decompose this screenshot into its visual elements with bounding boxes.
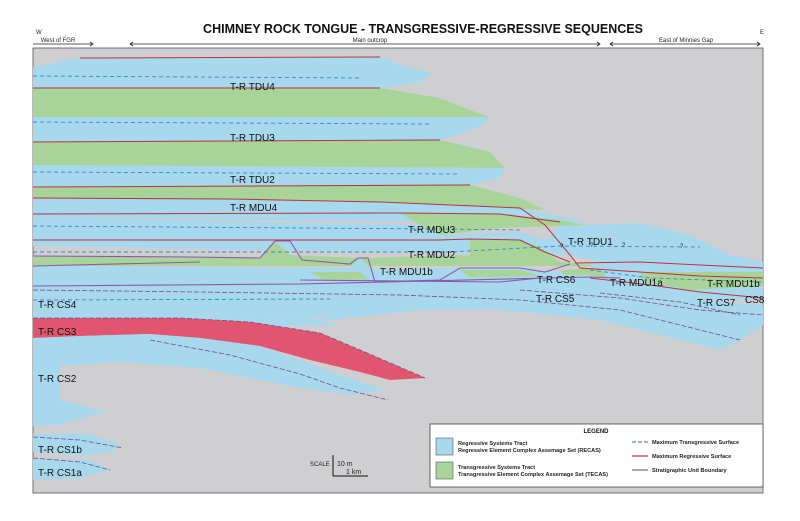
label-tdu3: T-R TDU3 <box>230 133 275 144</box>
strata-layers <box>33 57 763 480</box>
label-cs5: T-R CS5 <box>536 294 575 305</box>
label-cs2: T-R CS2 <box>38 374 77 385</box>
legend-regressive-line2: Regressive Element Complex Assemage Set … <box>458 448 601 454</box>
legend-transgressive-line1: Transgressive Systems Tract <box>458 465 535 471</box>
label-tdu1: T-R TDU1 <box>568 237 613 248</box>
label-mdu1b-east: T-R MDU1b <box>707 279 760 290</box>
question-mark-2: ? <box>590 243 594 249</box>
label-cs3: T-R CS3 <box>38 327 77 338</box>
section-label-east: East of Minnies Gap <box>659 38 714 44</box>
unit-labels: T-R TDU4 T-R TDU3 T-R TDU2 T-R MDU4 T-R … <box>38 82 765 479</box>
east-compass-label: E <box>760 30 764 36</box>
legend-regressive-line1: Regressive Systems Tract <box>458 441 527 447</box>
legend-title: LEGEND <box>583 429 609 435</box>
legend-transgressive-line2: Transgressive Element Complex Assemage S… <box>458 472 608 478</box>
label-mdu1a: T-R MDU1a <box>610 278 663 289</box>
question-mark-4: ? <box>680 244 684 250</box>
question-mark-1: ? <box>560 244 564 250</box>
label-mdu4: T-R MDU4 <box>230 203 278 214</box>
section-arrows <box>33 41 761 47</box>
label-cs8: CS8 <box>745 295 765 306</box>
scale-horizontal: 1 km <box>346 469 361 476</box>
west-compass-label: W <box>36 30 42 36</box>
label-mdu2: T-R MDU2 <box>408 250 456 261</box>
label-cs1a: T-R CS1a <box>38 468 82 479</box>
scale-vertical: 10 m <box>337 461 353 468</box>
scale-label: SCALE <box>310 462 330 468</box>
scale-bar: SCALE 10 m 1 km <box>310 455 368 477</box>
label-tdu4: T-R TDU4 <box>230 82 275 93</box>
surface-lines <box>33 56 763 471</box>
question-mark-3: ? <box>622 243 626 249</box>
figure-title: CHIMNEY ROCK TONGUE - TRANSGRESSIVE-REGR… <box>203 22 643 36</box>
label-cs4: T-R CS4 <box>38 300 77 311</box>
legend-swatch-regressive <box>435 437 454 456</box>
label-cs6: T-R CS6 <box>537 275 576 286</box>
legend-label-sub: Stratigraphic Unit Boundary <box>652 468 727 474</box>
label-mdu1b-main: T-R MDU1b <box>380 267 433 278</box>
label-mdu3: T-R MDU3 <box>408 225 456 236</box>
label-cs7: T-R CS7 <box>697 298 736 309</box>
legend-swatch-transgressive <box>435 461 454 480</box>
legend-label-mrs: Maximum Regressive Surface <box>652 454 731 460</box>
label-cs1b: T-R CS1b <box>38 445 82 456</box>
label-tdu2: T-R TDU2 <box>230 175 275 186</box>
legend-label-mts: Maximum Transgressive Surface <box>652 440 739 446</box>
legend: LEGEND Regressive Systems Tract Regressi… <box>429 423 764 488</box>
section-label-west: West of FGR <box>41 38 76 44</box>
section-label-main: Main outcrop <box>353 38 388 44</box>
